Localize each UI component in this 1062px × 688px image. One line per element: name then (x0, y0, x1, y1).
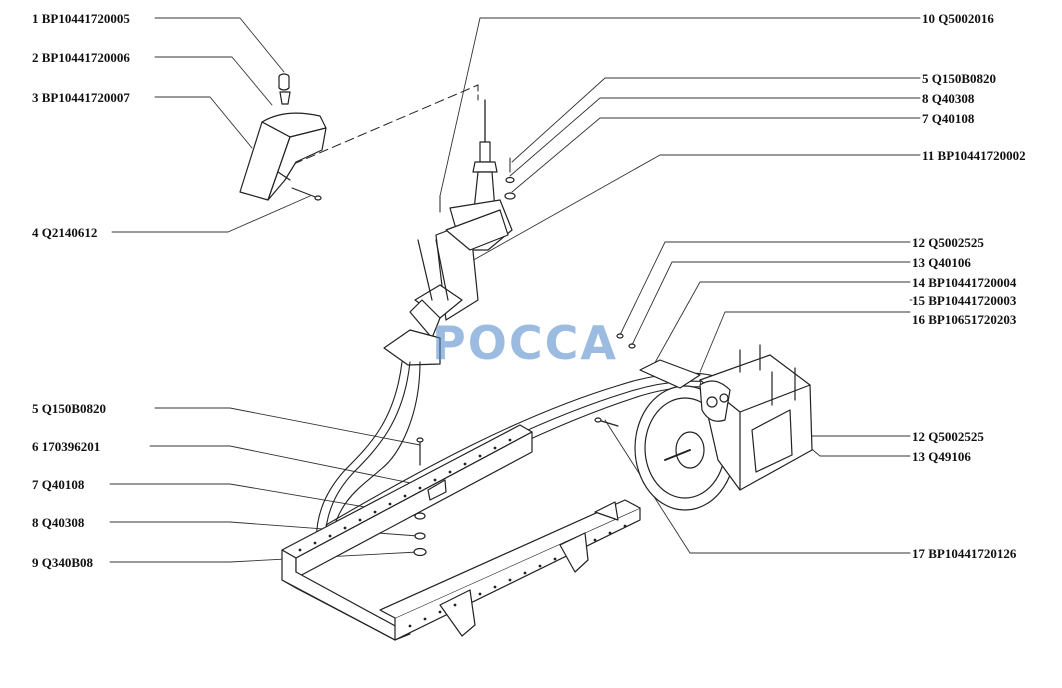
bracket-bolt-stack (413, 437, 447, 557)
callout-10: 10 Q5002016 (922, 11, 994, 26)
callout-11: 11 BP10441720002 (922, 148, 1026, 163)
transmission (634, 344, 813, 511)
frame-holes (298, 438, 627, 628)
callout-15: 15 BP10441720003 (912, 293, 1017, 308)
callout-8-right: 8 Q40308 (922, 91, 975, 106)
callout-17: 17 BP10441720126 (912, 546, 1017, 561)
shift-lever-tower (383, 99, 516, 366)
shift-knob-assembly (239, 73, 327, 201)
callout-1: 1 BP10441720005 (32, 11, 130, 26)
chassis-frame (281, 424, 641, 641)
callout-3: 3 BP10441720007 (32, 90, 130, 105)
callout-2: 2 BP10441720006 (32, 50, 130, 65)
callout-6: 6 170396201 (32, 439, 101, 454)
callout-13-bottom: 13 Q49106 (912, 449, 971, 464)
callout-7-right: 7 Q40108 (922, 111, 975, 126)
leader-lines-right (439, 17, 921, 554)
callout-12-bottom: 12 Q5002525 (912, 429, 984, 444)
callout-13-top: 13 Q40106 (912, 255, 971, 270)
callout-16: 16 BP10651720203 (912, 312, 1017, 327)
callout-12-top: 12 Q5002525 (912, 235, 984, 250)
watermark-logo: POCCA (432, 316, 618, 370)
callout-5-right: 5 Q150B0820 (922, 71, 997, 86)
callout-4: 4 Q2140612 (32, 225, 98, 240)
transmission-fasteners (594, 333, 636, 427)
callout-7-left: 7 Q40108 (32, 477, 85, 492)
callout-5-left: 5 Q150B0820 (32, 401, 107, 416)
callout-8-left: 8 Q40308 (32, 515, 85, 530)
leader-lines-left (109, 17, 436, 563)
callout-14: 14 BP10441720004 (912, 275, 1017, 290)
callout-9: 9 Q340B08 (32, 555, 94, 570)
